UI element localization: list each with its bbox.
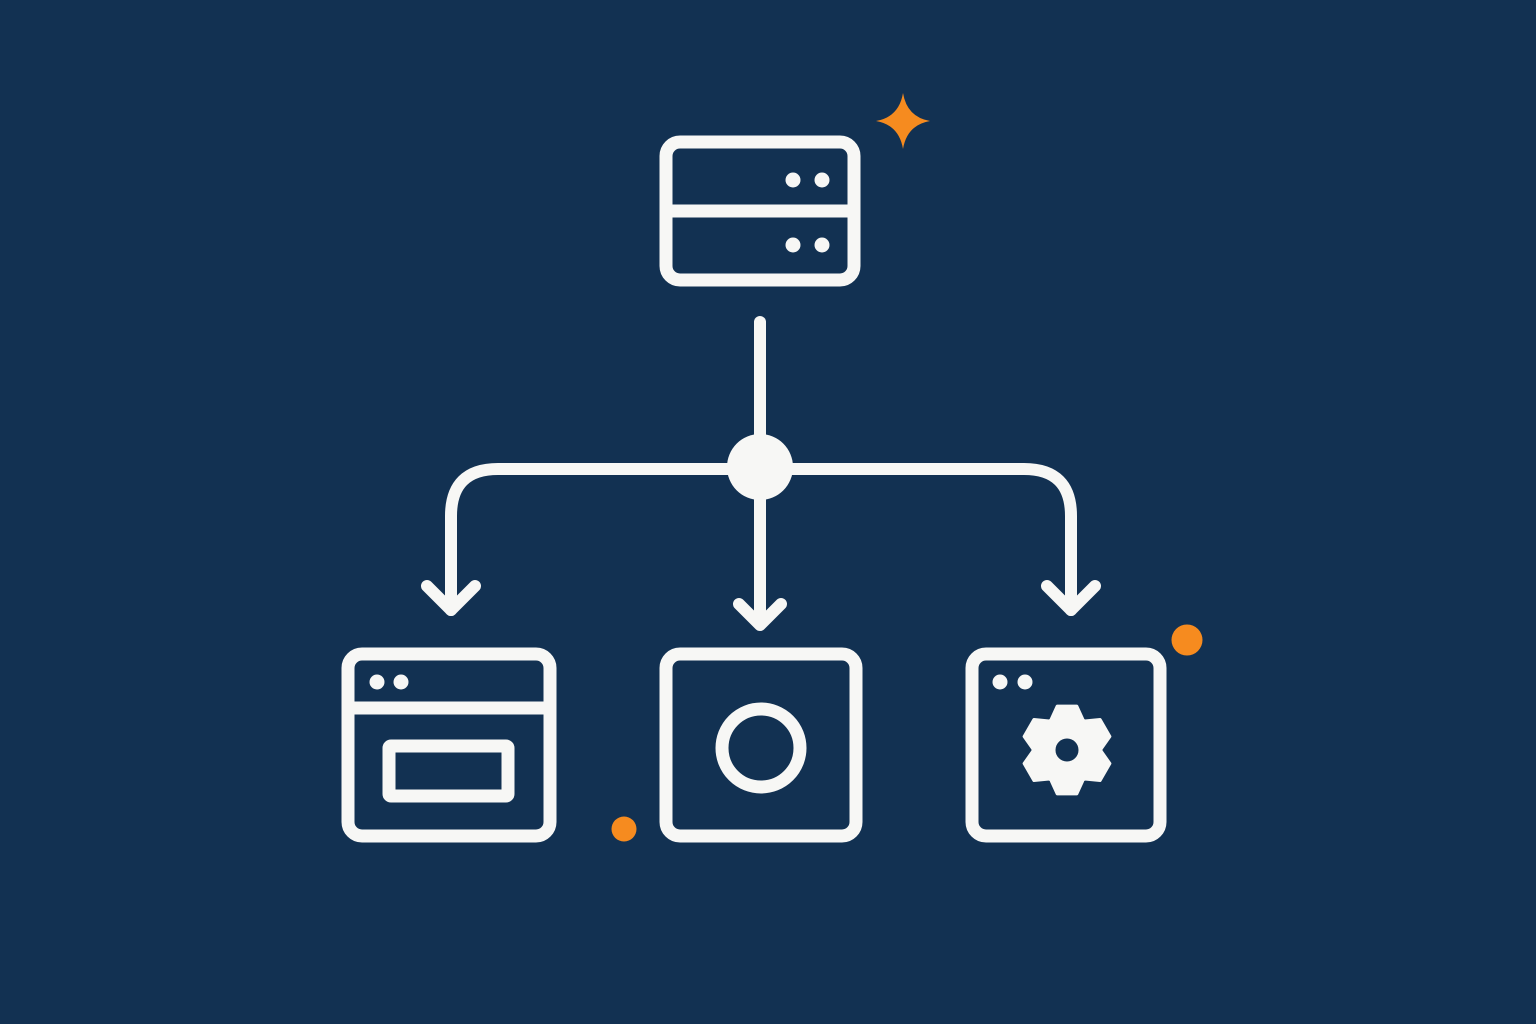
- arrowhead-right: [1041, 580, 1101, 616]
- arrowhead-center: [733, 598, 787, 631]
- gear-icon: [1022, 704, 1112, 796]
- gear-shape: [1022, 704, 1112, 796]
- server-icon: [659, 135, 861, 287]
- branch-right: [786, 463, 1077, 616]
- orange-dot: [1171, 624, 1203, 656]
- arrowhead-left: [421, 580, 481, 616]
- settings-window-icon: [965, 647, 1167, 843]
- junction-node: [727, 434, 793, 500]
- connector-lines: [421, 316, 1101, 631]
- browser-window-icon: [341, 647, 557, 843]
- branch-left: [445, 463, 734, 616]
- orange-dot: [611, 816, 637, 842]
- circle-button-icon: [659, 647, 863, 843]
- sparkle-icon: [876, 93, 930, 149]
